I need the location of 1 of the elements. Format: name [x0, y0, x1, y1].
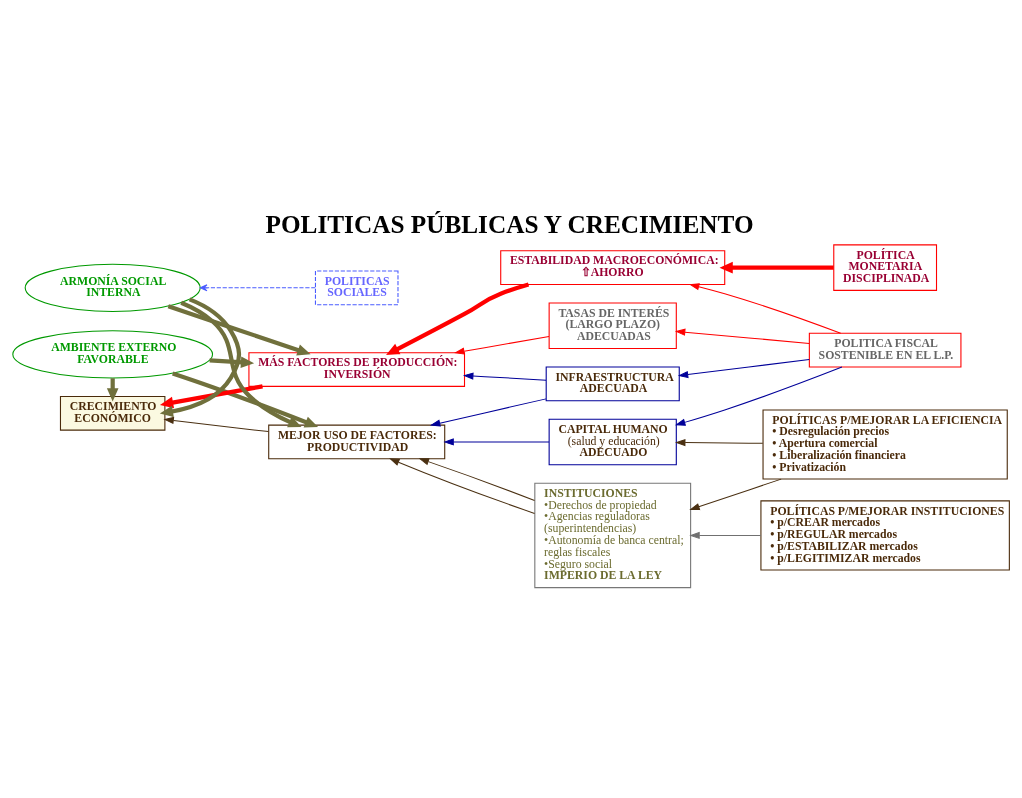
diagram-title: POLITICAS PÚBLICAS Y CRECIMIENTO	[265, 210, 754, 239]
